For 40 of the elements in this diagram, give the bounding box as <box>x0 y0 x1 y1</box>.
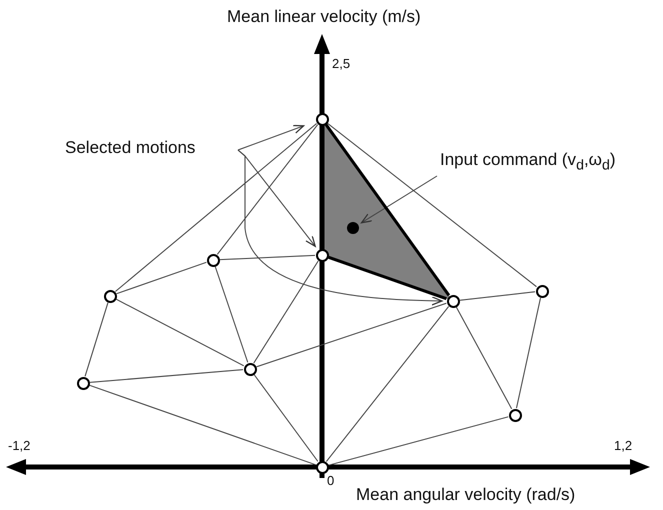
axis-title: Mean angular velocity (rad/s) <box>356 486 576 504</box>
motion-point <box>316 248 328 262</box>
mesh-line <box>114 122 318 292</box>
mesh-line <box>459 291 536 301</box>
tick-label: 0 <box>327 472 334 490</box>
tick-label: -1,2 <box>8 437 30 455</box>
motion-point <box>446 294 460 308</box>
motion-point <box>76 376 90 390</box>
motion-point <box>244 362 256 376</box>
callout-text: Input command (v$_{d}$,ω$_{d}$) <box>440 150 616 176</box>
mesh-line <box>256 302 447 368</box>
mesh-line <box>456 306 512 410</box>
callout-text: Selected motions <box>65 138 196 158</box>
mesh-line <box>220 254 316 260</box>
motion-point <box>508 408 522 422</box>
mesh-line <box>84 302 108 377</box>
mesh-line <box>253 260 319 364</box>
mesh-line <box>116 298 244 366</box>
motion-point <box>316 460 328 474</box>
mesh-line <box>328 416 509 466</box>
mesh-line <box>216 124 318 255</box>
mesh-line <box>516 297 541 409</box>
mesh-line <box>327 122 537 288</box>
mesh-line <box>89 369 244 383</box>
motion-point <box>206 254 220 266</box>
mesh-line <box>89 384 316 466</box>
tick-label: 2,5 <box>332 55 350 73</box>
mesh-line <box>326 306 450 462</box>
mesh-line <box>254 374 318 462</box>
motion-point <box>104 290 116 302</box>
thick-mesh-line <box>328 256 447 300</box>
leader-arrow <box>360 176 438 224</box>
tick-label: 1,2 <box>614 437 632 455</box>
mesh-line <box>116 262 207 294</box>
motion-point <box>536 284 548 298</box>
leader-arrow <box>238 124 304 150</box>
mesh-line <box>214 266 248 363</box>
leader-arrow <box>238 150 443 306</box>
motion-point <box>316 112 328 126</box>
axis-title: Mean linear velocity (m/s) <box>227 8 421 26</box>
